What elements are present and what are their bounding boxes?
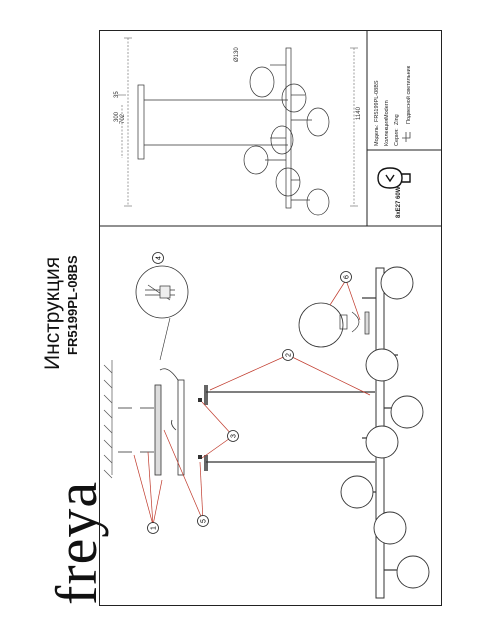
svg-text:6: 6 xyxy=(344,275,351,279)
svg-text:2: 2 xyxy=(286,353,293,357)
callout-4: 4 xyxy=(152,252,164,264)
canopy xyxy=(177,379,185,476)
canopy-outline xyxy=(137,84,145,160)
globe-1 xyxy=(380,266,414,300)
globe-6 xyxy=(373,511,407,545)
svg-text:5: 5 xyxy=(201,519,208,523)
callout-6: 6 xyxy=(340,271,352,283)
wiring-detail xyxy=(145,284,175,301)
ceiling-hatch xyxy=(103,360,113,479)
callout-1: 1 xyxy=(147,522,159,534)
spec-model-value: FR5199PL-08BS xyxy=(374,80,380,122)
spec-model-label: Модель: xyxy=(374,124,380,146)
shade-outline-6 xyxy=(275,167,301,197)
spec-collection-label: Коллекция: xyxy=(384,117,390,146)
shade-outline-5 xyxy=(243,145,269,175)
svg-text:1: 1 xyxy=(151,526,158,530)
callout-lines xyxy=(133,279,371,526)
main-bar-outline xyxy=(285,47,292,209)
rod-connector-2 xyxy=(198,455,202,459)
shade-outline-4 xyxy=(270,125,294,155)
globe-4 xyxy=(365,425,399,459)
pendant-type-icon xyxy=(402,132,411,142)
globe-5 xyxy=(340,475,374,509)
shade-outline-2 xyxy=(281,83,307,113)
spec-collection-value: Modern xyxy=(384,100,390,119)
mounting-screws xyxy=(118,407,154,453)
globes xyxy=(340,266,430,589)
callout-3: 3 xyxy=(227,430,239,442)
svg-text:4: 4 xyxy=(156,256,163,260)
height-label: 1140 xyxy=(356,106,362,120)
spec-series-value: Zing xyxy=(394,114,400,125)
bulb-icon xyxy=(377,167,411,189)
spec-type-value: Подвесной светильник xyxy=(405,65,412,124)
globe-7 xyxy=(396,555,430,589)
callouts: 1 2 3 4 5 6 xyxy=(147,252,352,534)
bulb-install-detail xyxy=(298,302,344,348)
globe-2 xyxy=(365,348,399,382)
bulb-label: 8xE27 60W xyxy=(396,186,402,218)
callout-2: 2 xyxy=(282,349,294,361)
drawing-frame xyxy=(99,30,442,606)
width-label: 702 xyxy=(120,113,126,124)
callout-5: 5 xyxy=(197,515,209,527)
canopy-gap-label: 35 xyxy=(114,91,120,98)
svg-text:3: 3 xyxy=(231,434,238,438)
spec-panel: Модель: FR5199PL-08BS Коллекция: Modern … xyxy=(374,65,412,146)
shade-diameter-label: Ø130 xyxy=(234,47,240,62)
spec-series-label: Серия: xyxy=(394,128,400,146)
shade-outline-7 xyxy=(306,188,330,216)
wires xyxy=(159,368,179,381)
shade-outline-1 xyxy=(249,66,275,98)
rod-connector-1 xyxy=(198,398,202,402)
shade-outline-3 xyxy=(306,107,330,137)
globe-3 xyxy=(390,395,424,429)
canopy-height-label: 300 xyxy=(114,111,120,122)
mounting-bracket xyxy=(154,384,162,476)
dimension-drawing xyxy=(118,37,358,216)
